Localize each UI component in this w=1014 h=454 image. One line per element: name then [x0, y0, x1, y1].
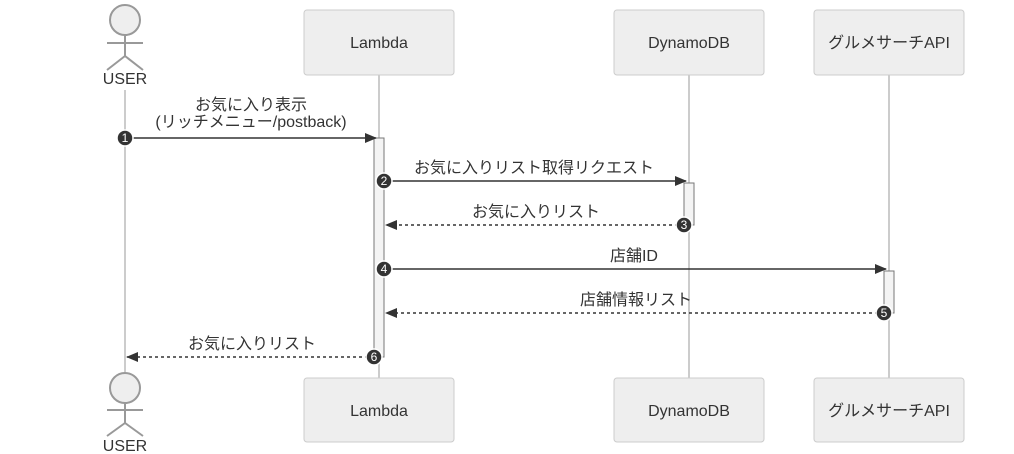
sequence-number: 4	[381, 262, 388, 276]
participant-box	[813, 9, 965, 76]
message-label: (リッチメニュー/postback)	[155, 114, 346, 131]
sequence-number-marker	[875, 304, 893, 322]
participant-lambda-label: Lambda	[350, 403, 408, 420]
message-label: 店舗情報リスト	[580, 291, 692, 309]
participant-dynamodb-bottom: DynamoDB	[613, 377, 765, 443]
message-5: 店舗情報リスト 5	[385, 291, 893, 322]
sequence-number-marker	[365, 348, 383, 366]
message-label: お気に入りリスト取得リクエスト	[414, 159, 654, 177]
message-label: お気に入りリスト	[188, 335, 316, 353]
message-label: 店舗ID	[610, 247, 658, 265]
sequence-number-marker	[375, 260, 393, 278]
participant-box	[303, 9, 455, 76]
sequence-number: 2	[381, 174, 388, 188]
message-label: お気に入り表示	[195, 96, 307, 114]
message-3: お気に入りリスト 3	[385, 203, 693, 234]
actor-user-top: USER	[103, 4, 147, 88]
participant-gourmet-label: グルメサーチAPI	[828, 402, 950, 420]
message-4: 店舗ID 4	[375, 247, 887, 278]
participant-lambda-label: Lambda	[350, 35, 408, 52]
participant-box	[613, 9, 765, 76]
actor-leg-right	[124, 55, 144, 71]
message-1: お気に入り表示 (リッチメニュー/postback) 1	[116, 96, 377, 147]
actor-leg-right	[124, 422, 144, 437]
participant-gourmet-top: グルメサーチAPI	[813, 9, 965, 76]
actor-head	[109, 372, 141, 404]
participant-lambda-bottom: Lambda	[303, 377, 455, 443]
participant-lambda-top: Lambda	[303, 9, 455, 76]
message-label: お気に入りリスト	[472, 203, 600, 221]
participant-dynamodb-label: DynamoDB	[648, 35, 730, 52]
sequence-number-marker	[675, 216, 693, 234]
participant-gourmet-bottom: グルメサーチAPI	[813, 377, 965, 443]
sequence-number-marker	[375, 172, 393, 190]
participant-dynamodb-label: DynamoDB	[648, 403, 730, 420]
activation-lambda	[373, 137, 385, 358]
actor-user-bottom: USER	[103, 372, 147, 454]
actor-leg-left	[106, 55, 126, 71]
participant-box	[813, 377, 965, 443]
actor-leg-left	[106, 422, 126, 437]
message-2: お気に入りリスト取得リクエスト 2	[375, 159, 687, 190]
actor-head	[109, 4, 141, 36]
sequence-number: 3	[681, 218, 688, 232]
participant-dynamodb-top: DynamoDB	[613, 9, 765, 76]
participant-box	[613, 377, 765, 443]
sequence-number-marker	[116, 129, 134, 147]
message-6: お気に入りリスト 6	[126, 335, 383, 366]
participant-box	[303, 377, 455, 443]
sequence-number: 5	[881, 306, 888, 320]
sequence-number: 1	[122, 131, 129, 145]
actor-user-label: USER	[103, 71, 147, 88]
sequence-number: 6	[371, 350, 378, 364]
actor-user-label: USER	[103, 438, 147, 454]
participant-gourmet-label: グルメサーチAPI	[828, 34, 950, 52]
